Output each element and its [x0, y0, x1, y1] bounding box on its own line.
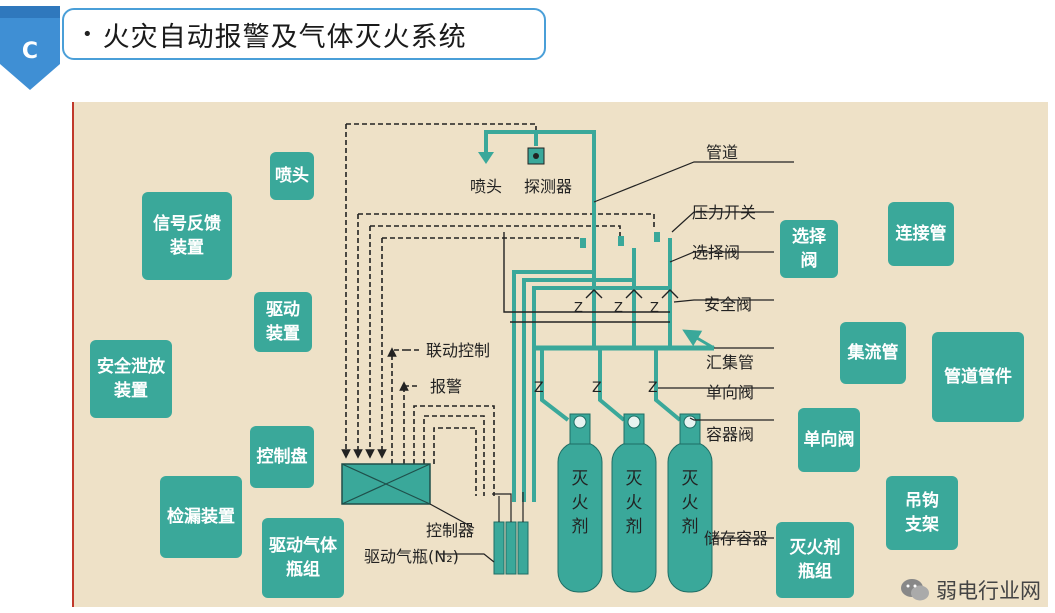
bottle-agent-labels: 灭 火 剂 灭 火 剂 灭 火 剂 — [572, 469, 699, 537]
watermark-text: 弱电行业网 — [936, 579, 1041, 603]
title-bullet: • — [82, 23, 93, 45]
label-pipe-fittings: 管道管件 — [932, 332, 1024, 422]
label-agent-bottle-group: 灭火剂 瓶组 — [776, 522, 854, 598]
label-nozzle: 喷头 — [270, 152, 314, 200]
bottle1-char1: 灭 — [572, 469, 589, 489]
bottle-connectors — [540, 348, 682, 422]
diag-storage-container-label: 储存容器 — [704, 529, 768, 548]
svg-text:Z: Z — [592, 380, 602, 396]
diag-container-valve-label: 容器阀 — [706, 425, 754, 444]
diag-check-valve-label: 单向阀 — [706, 383, 754, 402]
bottle2-char2: 火 — [626, 493, 643, 513]
bottle2-char1: 灭 — [626, 469, 643, 489]
label-safety-relief: 安全泄放 装置 — [90, 340, 172, 418]
bottle3-char3: 剂 — [682, 517, 699, 537]
leader-lines — [429, 161, 794, 563]
diag-controller-label: 控制器 — [426, 521, 474, 540]
svg-text:Z: Z — [614, 301, 623, 316]
label-check-valve: 单向阀 — [798, 408, 860, 472]
label-connecting-pipe: 连接管 — [888, 202, 954, 266]
bottle1-char2: 火 — [572, 493, 589, 513]
system-diagram: 喷头 探测器 Z Z Z — [341, 123, 794, 593]
label-control-panel: 控制盘 — [250, 426, 314, 488]
badge-letter: C — [22, 39, 38, 64]
controller-box — [341, 463, 431, 505]
label-hanger-bracket: 吊钩 支架 — [886, 476, 958, 550]
storage-bottles — [557, 413, 713, 593]
svg-text:Z: Z — [650, 301, 659, 316]
diag-safety-valve-label: 安全阀 — [704, 295, 752, 314]
diag-selector-valve-label: 选择阀 — [692, 243, 740, 262]
selector-valves: Z Z Z — [574, 289, 679, 316]
nozzle-symbol — [478, 152, 494, 164]
drive-gas-bottles — [493, 521, 529, 575]
signal-wiring — [341, 123, 655, 496]
diag-drive-bottle-label: 驱动气瓶(N₂) — [364, 547, 459, 566]
section-badge: C — [0, 6, 60, 90]
bottle2-char3: 剂 — [626, 517, 643, 537]
svg-text:Z: Z — [648, 380, 658, 396]
diag-linkage-control-label: 联动控制 — [426, 341, 490, 360]
page-title: 火灾自动报警及气体灭火系统 — [102, 21, 467, 53]
bottle1-char3: 剂 — [572, 517, 589, 537]
label-selector-valve: 选择阀 — [780, 220, 838, 278]
wechat-icon — [901, 579, 929, 601]
label-drive-gas-bottle: 驱动气体 瓶组 — [262, 518, 344, 598]
pressure-switches — [580, 232, 660, 248]
diag-pressure-switch-label: 压力开关 — [692, 203, 756, 222]
diag-alarm-label: 报警 — [430, 377, 462, 396]
label-manifold: 集流管 — [840, 322, 906, 384]
diag-pipeline-label: 管道 — [706, 143, 738, 162]
label-signal-feedback: 信号反馈 装置 — [142, 192, 232, 280]
svg-text:Z: Z — [534, 380, 544, 396]
title-box: • 火灾自动报警及气体灭火系统 — [62, 8, 546, 60]
diag-manifold-label: 汇集管 — [706, 353, 754, 372]
diagram-panel: 喷头 探测器 Z Z Z — [72, 102, 1048, 607]
label-leak-detection: 检漏装置 — [160, 476, 242, 558]
bottle3-char1: 灭 — [682, 469, 699, 489]
diag-nozzle-label: 喷头 — [470, 177, 502, 196]
watermark: 弱电行业网 — [900, 575, 1041, 605]
distribution-piping — [512, 202, 672, 502]
label-drive-device: 驱动 装置 — [254, 292, 312, 352]
bottle3-char2: 火 — [682, 493, 699, 513]
svg-text:Z: Z — [574, 301, 583, 316]
diag-detector-label: 探测器 — [524, 177, 572, 196]
